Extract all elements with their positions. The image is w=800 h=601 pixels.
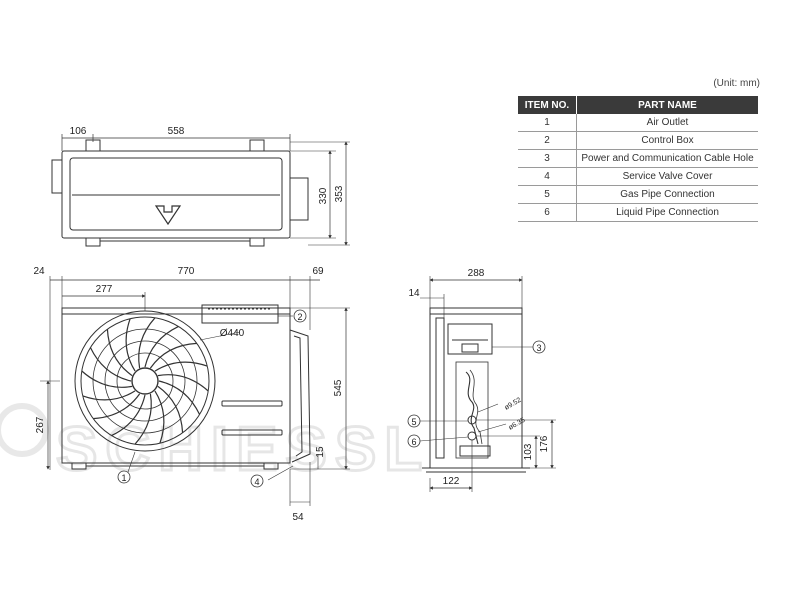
dim-top-depth-total: 353: [334, 185, 345, 202]
dim-side-offset: 14: [408, 288, 420, 299]
header-item-no: ITEM NO.: [518, 96, 577, 114]
part-name: Liquid Pipe Connection: [576, 203, 758, 222]
dim-side-liquid-pipe-size: ø6.35: [508, 417, 527, 432]
fan-spoke: [93, 393, 141, 420]
callout-cable-hole: 3: [536, 343, 541, 353]
dim-front-fan-center: 277: [96, 284, 113, 295]
item-no: 4: [518, 167, 577, 186]
side-view: [419, 276, 556, 492]
fan-spoke: [81, 370, 133, 388]
fan-guard: [74, 310, 216, 452]
watermark-text: SCHIESSL: [56, 415, 430, 484]
fan-spoke: [157, 374, 209, 392]
dim-front-bottom-gap: 15: [315, 446, 326, 458]
dim-front-right-margin: 69: [312, 266, 324, 277]
dim-top-depth-inner: 330: [318, 187, 329, 204]
callout-liquid-pipe: 6: [411, 437, 416, 447]
side-callouts: [407, 340, 546, 448]
fan-spoke: [154, 390, 165, 444]
side-view-control-box: [447, 323, 493, 355]
callout-air-outlet: 1: [121, 473, 126, 483]
item-no: 6: [518, 203, 577, 222]
part-name: Power and Communication Cable Hole: [576, 149, 758, 168]
part-name: Control Box: [576, 131, 758, 150]
item-no: 2: [518, 131, 577, 150]
item-no: 5: [518, 185, 577, 204]
top-view-right-box: [289, 177, 309, 221]
front-view-body: [61, 307, 291, 464]
fan-spoke: [157, 385, 184, 433]
dim-front-fan-diameter: Ø440: [220, 328, 245, 339]
dim-side-pipe-high: 176: [539, 435, 550, 452]
dim-front-fan-height: 267: [35, 416, 46, 433]
dim-side-pipe-low: 103: [523, 443, 534, 460]
header-part-name: PART NAME: [576, 96, 758, 114]
refrigerant-pipes: [465, 371, 479, 445]
watermark: SCHIESSL: [0, 403, 430, 486]
item-no: 3: [518, 149, 577, 168]
top-view: [51, 134, 350, 247]
item-no: 1: [518, 114, 577, 132]
fan-spoke: [158, 380, 201, 415]
dim-top-left-offset: 106: [70, 126, 87, 137]
part-name: Air Outlet: [576, 114, 758, 132]
dim-side-gas-pipe-size: ø9.52: [504, 397, 523, 412]
valve-cover-outline: [289, 329, 311, 463]
top-view-inner-panel: [69, 157, 283, 231]
top-view-left-cap: [51, 159, 63, 194]
fan-spoke: [106, 329, 133, 377]
control-box: [201, 304, 279, 324]
callout-gas-pipe: 5: [411, 417, 416, 427]
dim-front-left-margin: 24: [33, 266, 45, 277]
fan-spoke: [144, 325, 179, 368]
unit-note: (Unit: mm): [713, 78, 760, 89]
fan-spoke: [138, 317, 156, 369]
part-name: Gas Pipe Connection: [576, 185, 758, 204]
front-callouts: [117, 309, 307, 488]
airflow-arrow-icon: [154, 205, 182, 226]
dim-front-height: 545: [333, 379, 344, 396]
fan-spoke: [82, 390, 136, 401]
callout-valve-cover: 4: [254, 477, 259, 487]
dim-side-depth: 288: [468, 268, 485, 279]
parts-table-header: ITEM NO. PART NAME: [518, 96, 758, 114]
fan-spoke: [125, 318, 136, 372]
fan-spoke: [134, 393, 152, 445]
dim-front-width: 770: [178, 266, 195, 277]
fan-spoke: [154, 361, 208, 372]
fan-spoke: [111, 394, 146, 437]
dim-top-width: 558: [168, 126, 185, 137]
fan-hub: [131, 367, 159, 395]
front-view: [40, 276, 350, 506]
dim-front-valve-offset: 54: [292, 512, 304, 523]
fan-spoke: [89, 347, 132, 382]
callout-control-box: 2: [297, 312, 302, 322]
dim-side-base: 122: [443, 476, 460, 487]
fan-spoke: [149, 342, 197, 369]
part-name: Service Valve Cover: [576, 167, 758, 186]
